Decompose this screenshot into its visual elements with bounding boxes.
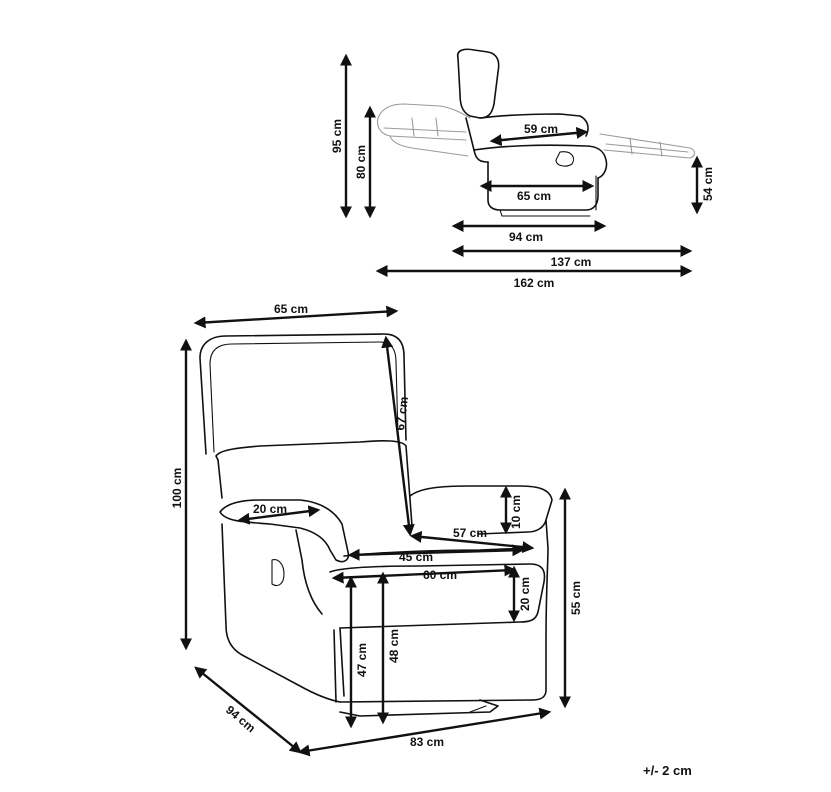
dim-label-94-front: 94 cm [223,703,258,736]
dim-label-65-front: 65 cm [274,302,308,316]
dim-label-67: 67 cm [393,396,411,431]
dim-label-45: 45 cm [399,550,433,564]
dim-line-83 [297,707,552,757]
front-view-dimensions: 65 cm 67 cm 100 cm 20 cm 10 cm 57 cm 45 … [170,302,583,757]
dim-label-10: 10 cm [509,495,523,529]
dim-line-65-front [193,305,399,329]
side-view-dimensions: 95 cm 80 cm 59 cm 65 cm 54 cm 94 cm 137 … [330,53,715,290]
dim-line-59 [489,126,589,147]
dim-label-59: 59 cm [524,122,558,136]
dim-label-55: 55 cm [569,581,583,615]
dim-label-48: 48 cm [387,629,401,663]
dim-label-137: 137 cm [551,255,592,269]
dim-line-60 [331,564,517,584]
dim-label-100: 100 cm [170,468,184,509]
dim-label-95: 95 cm [330,119,344,153]
dim-label-47: 47 cm [355,643,369,677]
dim-line-45 [347,544,525,561]
dim-label-20-arm: 20 cm [253,502,287,516]
dim-line-94-front [194,666,302,754]
dim-label-60: 60 cm [423,568,457,582]
dim-line-20-arm [237,505,321,525]
dim-label-94-side: 94 cm [509,230,543,244]
dim-label-20-cushion: 20 cm [518,577,532,611]
dim-label-162: 162 cm [514,276,555,290]
dim-line-67 [381,335,415,537]
front-view-chair [199,333,553,717]
dim-label-57: 57 cm [453,526,487,540]
dim-label-80: 80 cm [354,145,368,179]
tolerance-note: +/- 2 cm [643,763,692,778]
dim-label-65-side: 65 cm [517,189,551,203]
dim-label-54: 54 cm [701,167,715,201]
dim-label-83: 83 cm [410,735,444,749]
